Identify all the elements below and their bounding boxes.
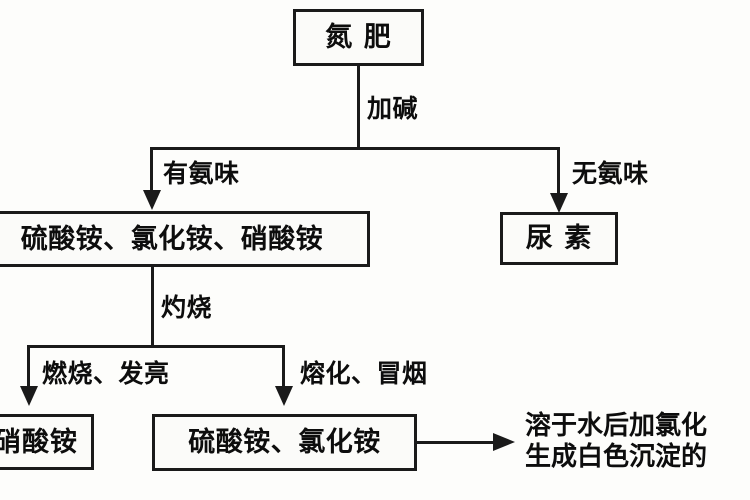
edge-split-bar-2 — [27, 345, 285, 348]
edge-sulfate-chloride-to-note — [417, 441, 495, 444]
node-urea-label: 尿 素 — [525, 223, 593, 254]
edge-branch-right-2 — [282, 345, 285, 389]
edge-label-ignite: 灼烧 — [161, 293, 213, 322]
edge-split-bar-1 — [150, 147, 560, 150]
node-ammonium-salts: 硫酸铵、氯化铵、硝酸铵 — [0, 211, 370, 267]
node-ammonium-nitrate-label: 硝酸铵 — [0, 426, 78, 458]
arrow-down-ammonium-salts — [143, 190, 161, 210]
node-root-label: 氮 肥 — [325, 22, 392, 53]
edge-ammonium-salts-stem — [151, 267, 154, 347]
arrow-right-note — [493, 433, 515, 451]
edge-branch-right-1 — [557, 147, 560, 195]
edge-label-burn-glow: 燃烧、发亮 — [42, 359, 170, 388]
node-sulfate-chloride-label: 硫酸铵、氯化铵 — [188, 427, 381, 458]
edge-root-stem — [357, 66, 360, 149]
note-precipitate: 溶于水后加氯化 生成白色沉淀的 — [525, 411, 707, 473]
edge-label-melt-smoke: 熔化、冒烟 — [300, 359, 428, 388]
node-ammonium-nitrate: 硝酸铵 — [0, 414, 94, 470]
note-line-2: 生成白色沉淀的 — [525, 442, 708, 473]
arrow-down-sulfate-chloride — [275, 386, 293, 406]
node-ammonium-salts-label: 硫酸铵、氯化铵、硝酸铵 — [20, 223, 324, 255]
node-urea: 尿 素 — [500, 212, 618, 265]
note-line-1: 溶于水后加氯化 — [525, 411, 708, 441]
arrow-down-ammonium-nitrate — [20, 386, 38, 406]
edge-label-no-ammonia-smell: 无氨味 — [572, 159, 649, 188]
edge-branch-left-2 — [27, 345, 30, 389]
edge-label-add-alkali: 加碱 — [367, 94, 419, 123]
node-sulfate-chloride: 硫酸铵、氯化铵 — [152, 414, 417, 471]
edge-label-has-ammonia-smell: 有氨味 — [163, 159, 240, 188]
arrow-down-urea — [550, 193, 568, 213]
node-root: 氮 肥 — [293, 9, 424, 66]
edge-branch-left-1 — [150, 147, 153, 193]
